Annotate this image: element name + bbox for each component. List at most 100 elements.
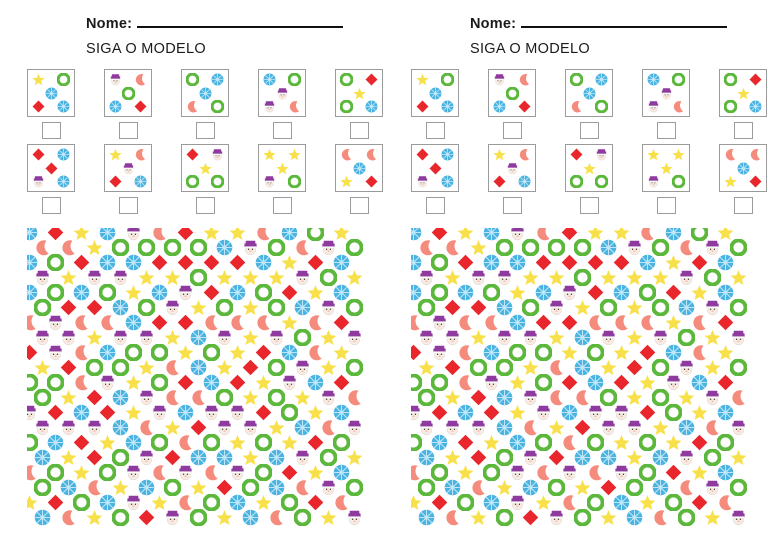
santa-face-icon	[276, 87, 289, 100]
yellow-star-icon	[717, 228, 734, 241]
red-diamond-icon	[47, 494, 64, 511]
red-diamond-icon	[626, 359, 643, 376]
snowflake-icon	[717, 404, 734, 421]
answer-box[interactable]	[118, 197, 138, 214]
yellow-star-icon	[730, 449, 747, 466]
red-diamond-icon	[99, 404, 116, 421]
yellow-star-icon	[509, 284, 526, 301]
name-input-line[interactable]	[521, 14, 728, 28]
crescent-moon-icon	[320, 419, 337, 436]
answer-box[interactable]	[656, 122, 676, 139]
red-diamond-icon	[639, 344, 656, 361]
snowflake-icon	[199, 87, 212, 100]
crescent-moon-icon	[86, 479, 103, 496]
green-ring-icon	[535, 374, 552, 391]
crescent-moon-icon	[164, 359, 181, 376]
yellow-star-icon	[587, 228, 604, 241]
yellow-star-icon	[574, 299, 591, 316]
pattern-card-cell	[718, 69, 768, 139]
answer-box[interactable]	[41, 122, 61, 139]
crescent-moon-icon	[27, 314, 38, 331]
crescent-moon-icon	[522, 419, 539, 436]
answer-box[interactable]	[579, 122, 599, 139]
answer-box[interactable]	[349, 122, 369, 139]
crescent-moon-icon	[518, 73, 531, 86]
green-ring-icon	[73, 494, 90, 511]
crescent-moon-icon	[333, 494, 350, 511]
yellow-star-icon	[548, 269, 565, 286]
answer-box[interactable]	[272, 122, 292, 139]
answer-box[interactable]	[425, 197, 445, 214]
green-ring-icon	[320, 449, 337, 466]
answer-box[interactable]	[195, 122, 215, 139]
yellow-star-icon	[626, 389, 643, 406]
green-ring-icon	[268, 359, 285, 376]
green-ring-icon	[418, 389, 435, 406]
answer-box[interactable]	[349, 197, 369, 214]
yellow-star-icon	[346, 449, 363, 466]
snowflake-icon	[125, 434, 142, 451]
snowflake-icon	[574, 329, 591, 346]
yellow-star-icon	[60, 449, 77, 466]
green-ring-icon	[665, 404, 682, 421]
santa-face-icon	[177, 284, 194, 301]
green-ring-icon	[112, 449, 129, 466]
answer-box[interactable]	[425, 122, 445, 139]
pattern-card-cell	[487, 144, 537, 214]
answer-box[interactable]	[118, 122, 138, 139]
snowflake-icon	[281, 344, 298, 361]
red-diamond-icon	[493, 175, 506, 188]
red-diamond-icon	[203, 254, 220, 271]
santa-face-icon	[60, 329, 77, 346]
snowflake-icon	[717, 284, 734, 301]
answer-box[interactable]	[733, 122, 753, 139]
yellow-star-icon	[340, 175, 353, 188]
santa-face-icon	[122, 162, 135, 175]
yellow-star-icon	[665, 254, 682, 271]
santa-face-icon	[320, 299, 337, 316]
crescent-moon-icon	[99, 314, 116, 331]
answer-box[interactable]	[579, 197, 599, 214]
snowflake-icon	[353, 162, 366, 175]
answer-box[interactable]	[502, 122, 522, 139]
answer-box[interactable]	[41, 197, 61, 214]
santa-face-icon	[346, 329, 363, 346]
green-ring-icon	[112, 239, 129, 256]
pattern-card	[27, 69, 75, 117]
answer-box[interactable]	[502, 197, 522, 214]
snowflake-icon	[177, 404, 194, 421]
yellow-star-icon	[216, 509, 233, 526]
yellow-star-icon	[639, 494, 656, 511]
snowflake-icon	[99, 228, 116, 241]
santa-face-icon	[346, 419, 363, 436]
green-ring-icon	[730, 299, 747, 316]
santa-face-icon	[138, 329, 155, 346]
yellow-star-icon	[665, 314, 682, 331]
answer-box[interactable]	[272, 197, 292, 214]
santa-face-icon	[47, 344, 64, 361]
santa-face-icon	[125, 464, 142, 481]
yellow-star-icon	[548, 419, 565, 436]
snowflake-icon	[411, 228, 422, 241]
green-ring-icon	[431, 464, 448, 481]
snowflake-icon	[411, 254, 422, 271]
name-input-line[interactable]	[137, 14, 344, 28]
pattern-card-cell	[257, 69, 307, 139]
santa-face-icon	[320, 239, 337, 256]
yellow-star-icon	[647, 148, 660, 161]
yellow-star-icon	[704, 359, 721, 376]
green-ring-icon	[639, 434, 656, 451]
red-diamond-icon	[365, 73, 378, 86]
snowflake-icon	[333, 404, 350, 421]
yellow-star-icon	[203, 228, 220, 241]
answer-box[interactable]	[733, 197, 753, 214]
santa-face-icon	[444, 329, 461, 346]
santa-face-icon	[47, 314, 64, 331]
answer-box[interactable]	[195, 197, 215, 214]
pattern-card-cell	[410, 144, 460, 214]
yellow-star-icon	[216, 359, 233, 376]
answer-box[interactable]	[656, 197, 676, 214]
pattern-card-cell	[487, 69, 537, 139]
green-ring-icon	[112, 509, 129, 526]
yellow-star-icon	[346, 269, 363, 286]
